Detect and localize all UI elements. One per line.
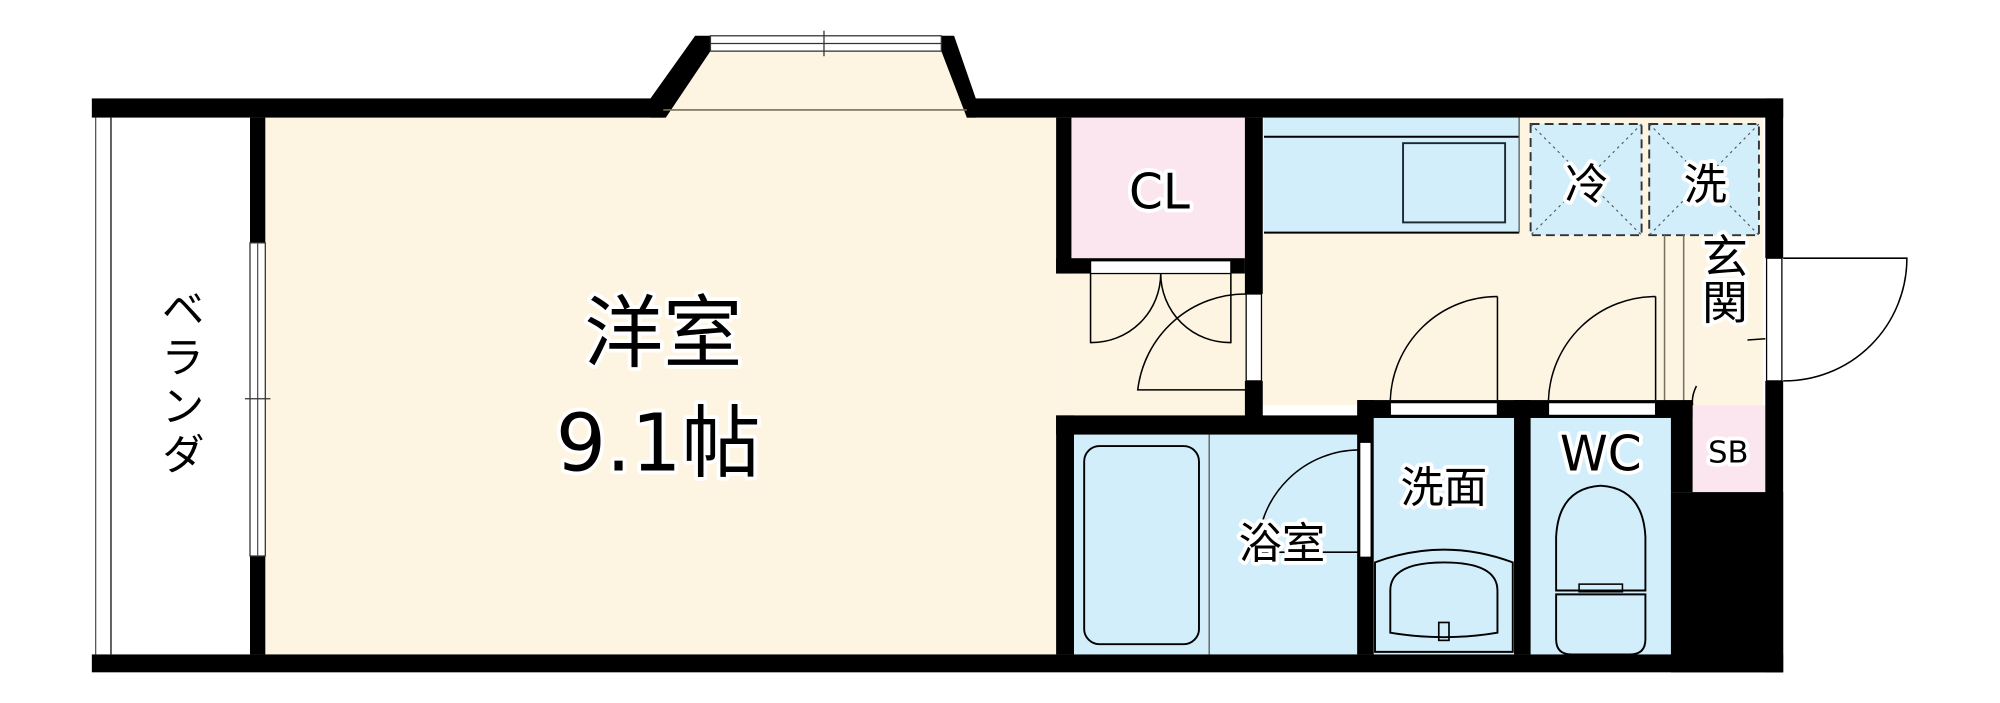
bathroom <box>1073 434 1358 655</box>
vanity-icon <box>1374 548 1514 653</box>
kitchen-counter <box>1264 117 1520 234</box>
washer-label: 洗 <box>1684 160 1727 210</box>
bay-window-area <box>663 51 967 118</box>
western-room-size: 9.1帖 <box>556 397 761 489</box>
sink-icon <box>1402 142 1507 224</box>
shoe-box-area <box>1692 405 1766 493</box>
toilet <box>1530 417 1671 656</box>
washroom-door[interactable] <box>1389 401 1499 417</box>
washroom <box>1373 417 1515 655</box>
closet-area <box>1071 117 1245 259</box>
fridge-label: 冷 <box>1565 160 1608 210</box>
bathroom-door[interactable] <box>1359 441 1372 558</box>
washer-space: 洗 <box>1648 123 1760 237</box>
room-door[interactable] <box>1245 293 1263 382</box>
toilet-seat-icon <box>1555 484 1647 592</box>
bathtub-icon <box>1083 445 1200 646</box>
veranda-label: ベランダ <box>154 286 204 480</box>
closet-front-floor <box>1058 272 1263 416</box>
western-room-label: 洋室 <box>584 287 742 379</box>
faucet-icon <box>1437 621 1450 642</box>
closet-door[interactable] <box>1089 260 1232 275</box>
fridge-space: 冷 <box>1529 123 1643 237</box>
western-room-area <box>265 117 1059 655</box>
closet-label: CL <box>1129 164 1190 220</box>
toilet-label: WC <box>1560 426 1642 482</box>
toilet-door[interactable] <box>1547 401 1657 417</box>
labels: 洋室 9.1帖 CL 玄関 SB 浴室 洗面 WC <box>552 160 1753 573</box>
entrance-door[interactable] <box>1765 257 1783 382</box>
washbasin-icon <box>1389 561 1499 639</box>
bathroom-label: 浴室 <box>1239 520 1326 570</box>
doors[interactable] <box>1089 257 1908 558</box>
shoe-box-label: SB <box>1708 436 1748 471</box>
windows <box>244 30 967 557</box>
veranda: ベランダ <box>91 117 266 655</box>
washroom-label: 洗面 <box>1401 463 1488 513</box>
entrance-label: 玄関 <box>1695 233 1749 325</box>
